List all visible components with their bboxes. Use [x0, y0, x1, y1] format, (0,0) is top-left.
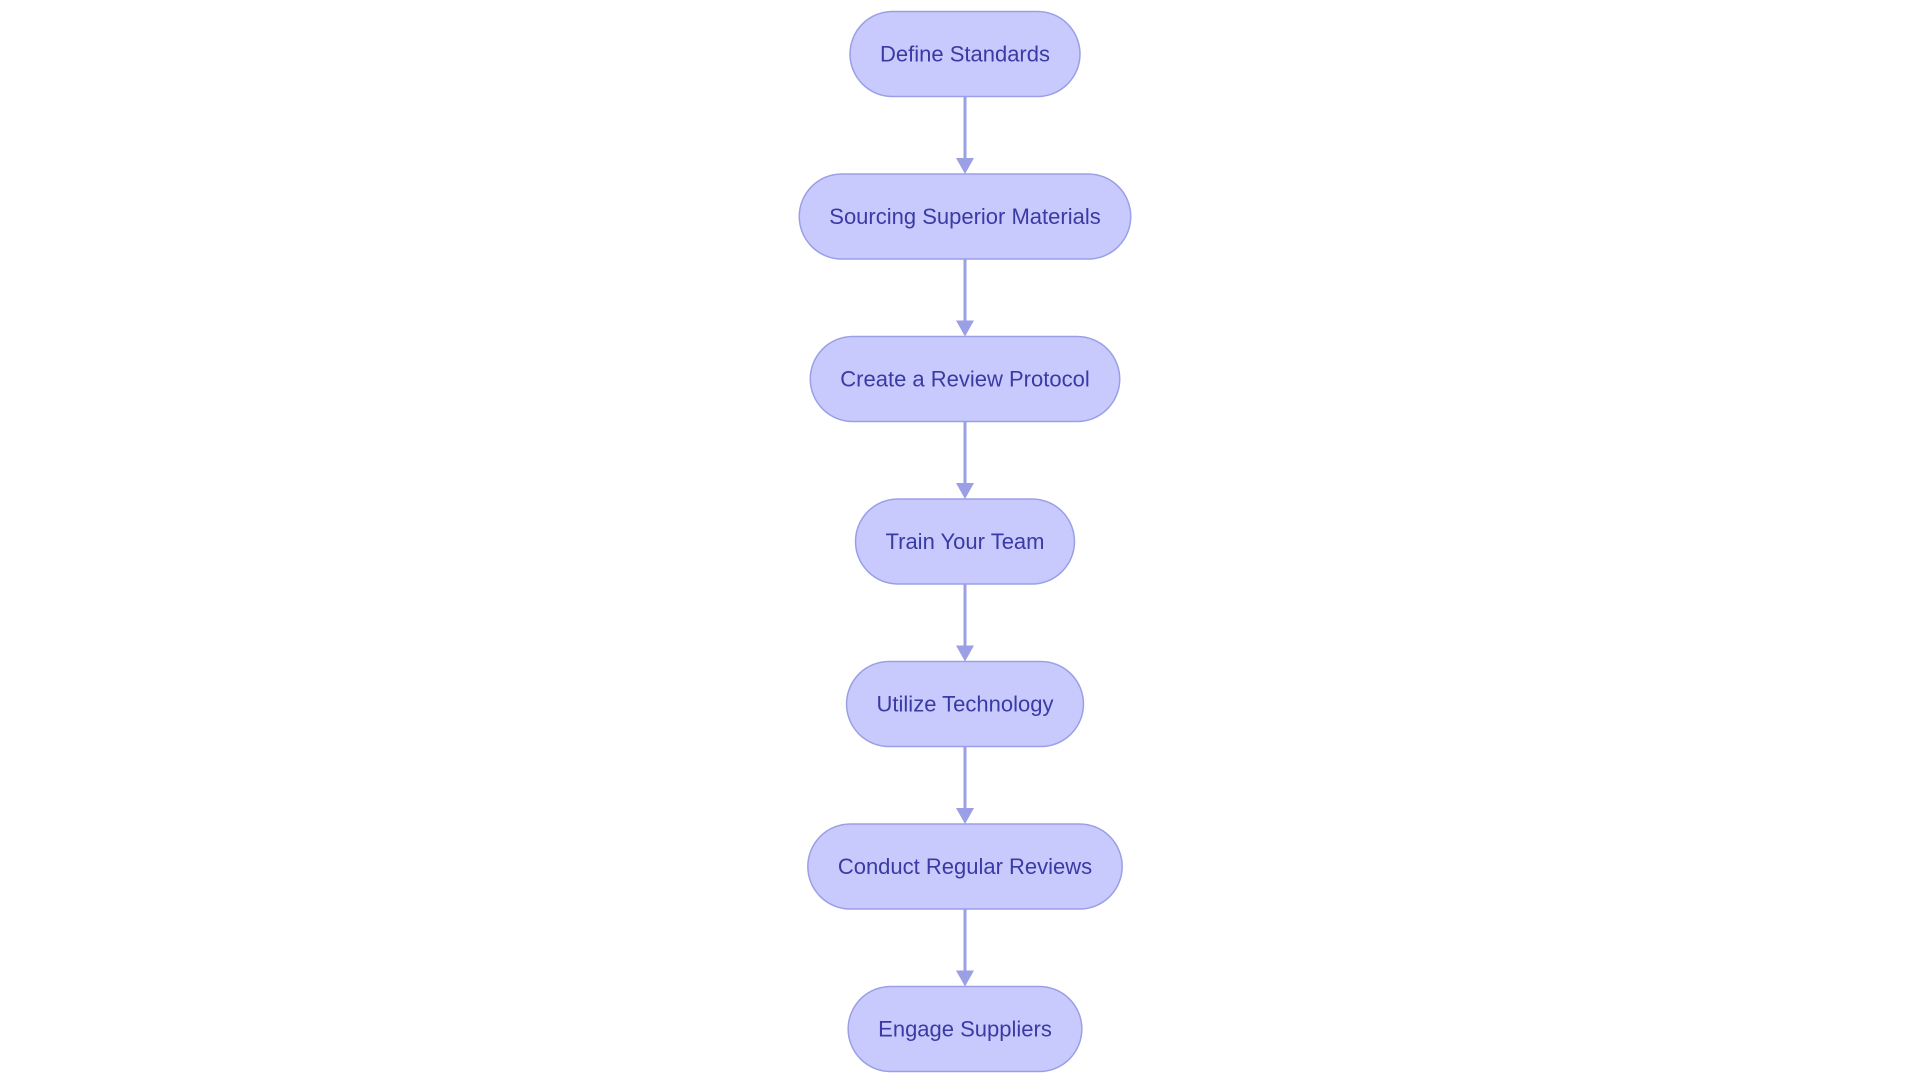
arrowhead-icon: [956, 808, 974, 824]
edge-sourcing-superior-materials-to-create-review-protocol: [956, 259, 974, 337]
node-create-review-protocol: Create a Review Protocol: [809, 335, 1121, 423]
arrowhead-icon: [956, 158, 974, 174]
node-train-your-team: Train Your Team: [854, 498, 1076, 585]
node-shape: [847, 985, 1083, 1073]
node-shape: [807, 823, 1123, 910]
node-label: Utilize Technology: [877, 692, 1054, 717]
node-label: Engage Suppliers: [878, 1017, 1052, 1042]
node-label: Create a Review Protocol: [840, 367, 1089, 392]
edge-utilize-technology-to-conduct-regular-reviews: [956, 746, 974, 824]
arrowhead-icon: [956, 320, 974, 337]
edges-layer: [956, 96, 974, 987]
node-shape: [845, 660, 1085, 748]
node-label: Conduct Regular Reviews: [838, 854, 1092, 879]
edge-train-your-team-to-utilize-technology: [956, 584, 974, 662]
node-define-standards: Define Standards: [849, 10, 1081, 98]
node-shape: [809, 335, 1121, 423]
node-label: Define Standards: [880, 42, 1050, 67]
node-shape: [798, 173, 1132, 260]
arrowhead-icon: [956, 483, 974, 499]
arrowhead-icon: [956, 645, 974, 662]
node-sourcing-superior-materials: Sourcing Superior Materials: [798, 173, 1132, 260]
arrowhead-icon: [956, 970, 974, 987]
node-label: Sourcing Superior Materials: [829, 204, 1100, 229]
node-shape: [849, 10, 1081, 98]
edge-define-standards-to-sourcing-superior-materials: [956, 96, 974, 174]
node-label: Train Your Team: [886, 529, 1045, 554]
edge-conduct-regular-reviews-to-engage-suppliers: [956, 909, 974, 987]
node-engage-suppliers: Engage Suppliers: [847, 985, 1083, 1073]
edge-create-review-protocol-to-train-your-team: [956, 421, 974, 499]
node-shape: [854, 498, 1076, 585]
node-conduct-regular-reviews: Conduct Regular Reviews: [807, 823, 1123, 910]
node-utilize-technology: Utilize Technology: [845, 660, 1085, 748]
